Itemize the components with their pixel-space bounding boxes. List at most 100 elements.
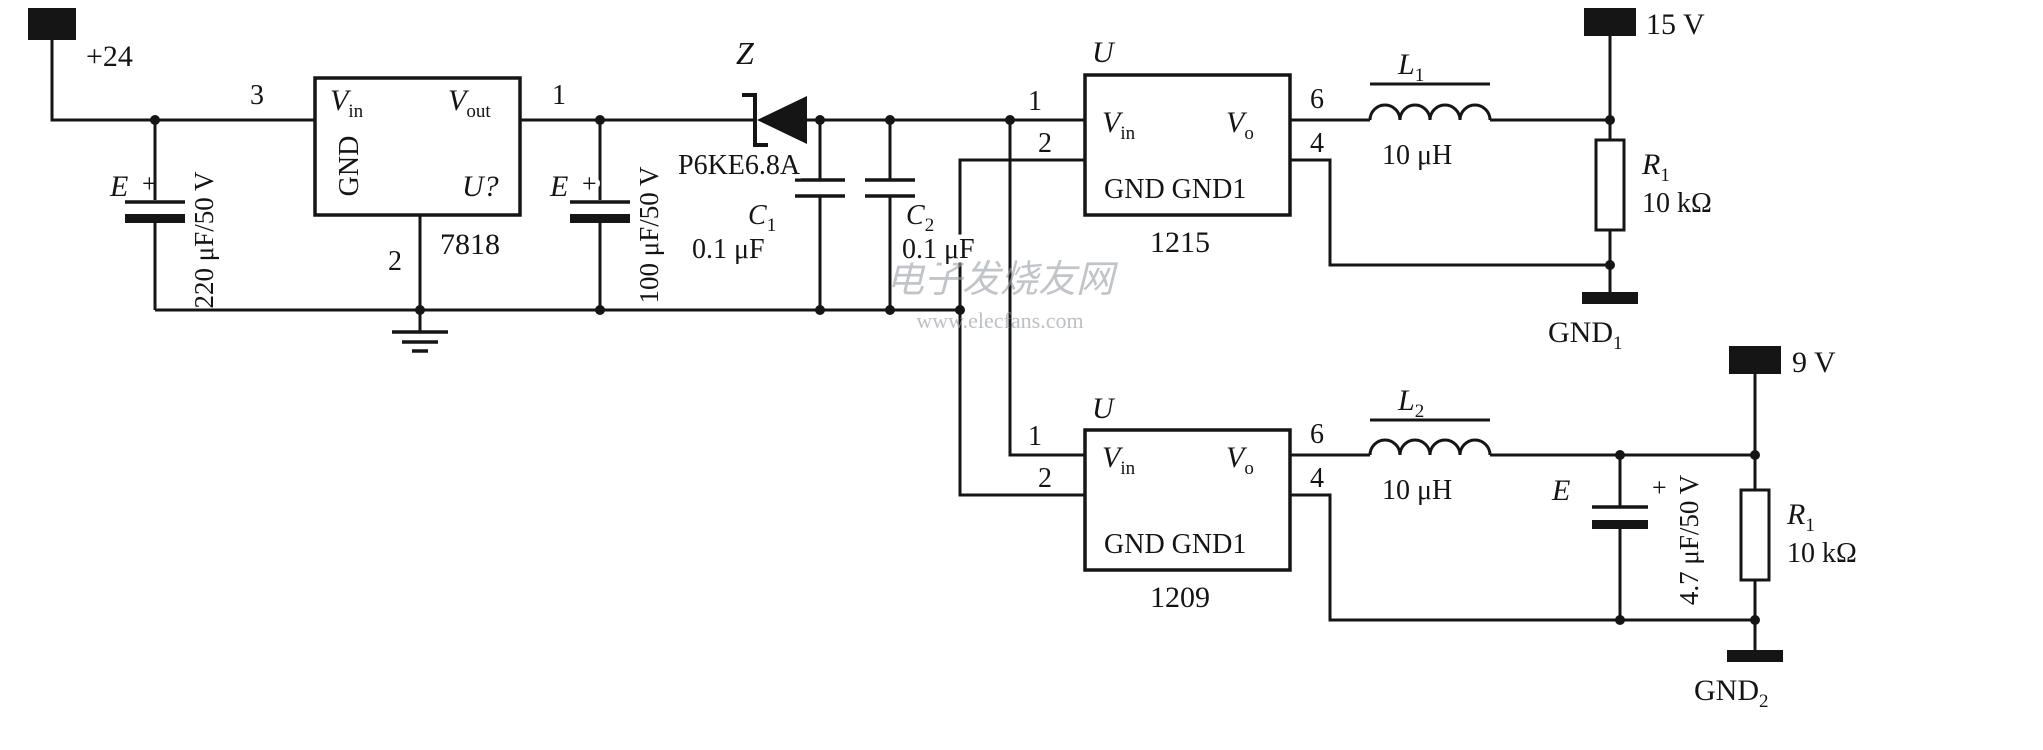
junction-dot	[595, 115, 605, 125]
gnd1-label: GND1	[1548, 316, 1623, 354]
tvs-ref: Z	[736, 35, 755, 71]
cap-c2-value: 0.1 μF	[902, 234, 975, 265]
wire-gnd-riser	[958, 158, 1085, 497]
output1-voltage-label: 15 V	[1646, 8, 1705, 41]
module1-pin4-label: 4	[1310, 128, 1324, 159]
junction-dot	[1605, 115, 1615, 125]
junction-dot	[1605, 260, 1615, 270]
regulator-part-number: 7818	[440, 228, 500, 261]
junction-dot	[885, 115, 895, 125]
inductor1-ref: L1	[1397, 48, 1424, 86]
tvs-diode-icon	[742, 93, 807, 147]
module1-part-number: 1215	[1150, 226, 1210, 259]
cap-e2-plate-neg	[570, 214, 630, 223]
watermark-text-url: www.elecfans.com	[916, 308, 1083, 333]
junction-dot	[415, 305, 425, 315]
resistor1-lower-ref: R1	[1786, 498, 1815, 536]
regulator-vin-label: Vin	[330, 84, 364, 122]
module1-gnd-row: GND GND1	[1104, 174, 1246, 205]
module1-pin6-label: 6	[1310, 84, 1324, 115]
inductor1-coil	[1368, 103, 1492, 121]
terminal-gnd1-bar	[1582, 292, 1638, 304]
wire-power-riser	[1008, 120, 1085, 457]
module-1209-box	[1083, 428, 1292, 572]
module2-vo-label: Vo	[1226, 441, 1254, 479]
terminal-9v-bar	[1729, 346, 1781, 374]
cap-e3-polarity: +	[1652, 473, 1667, 502]
junction-dots	[150, 115, 1760, 625]
module1-ref: U	[1092, 36, 1116, 69]
tvs-part-number: P6KE6.8A	[678, 150, 801, 181]
junction-dot	[815, 115, 825, 125]
resistor1-upper-value: 10 kΩ	[1642, 188, 1712, 219]
earth-ground-icon	[392, 330, 448, 353]
module1-pin2-label: 2	[1038, 128, 1052, 159]
output2-voltage-label: 9 V	[1792, 346, 1836, 379]
tvs-triangle	[757, 96, 807, 144]
junction-dot	[1750, 450, 1760, 460]
resistor-r1-upper	[1594, 138, 1626, 232]
cap-e1-polarity: +	[142, 169, 157, 198]
junction-dot	[150, 115, 160, 125]
resistor1-lower-value: 10 kΩ	[1787, 538, 1857, 569]
cap-e1-plate-neg	[125, 214, 185, 223]
cap-e3-ref: E	[1551, 474, 1570, 507]
module2-pin1-label: 1	[1028, 421, 1042, 452]
regulator-designator: U?	[462, 170, 499, 203]
regulator-gnd-label: GND	[334, 136, 365, 197]
regulator-vout-label: Vout	[448, 84, 491, 122]
capacitor-symbols	[125, 178, 1648, 529]
cap-e3-plate-neg	[1592, 520, 1648, 529]
junction-dot	[955, 305, 965, 315]
module2-vin-label: Vin	[1102, 441, 1136, 479]
module2-pin4-label: 4	[1310, 463, 1324, 494]
junction-dot	[815, 305, 825, 315]
junction-dot	[1005, 115, 1015, 125]
regulator-pin3-label: 3	[250, 80, 264, 111]
module1-vo-label: Vo	[1226, 106, 1254, 144]
wire-input-rail	[50, 40, 315, 122]
junction-dot	[595, 305, 605, 315]
inductor2-value: 10 μH	[1382, 475, 1452, 506]
gnd2-label: GND2	[1694, 674, 1769, 712]
resistor-r1-lower	[1739, 488, 1771, 582]
terminal-gnd2-bar	[1727, 650, 1783, 662]
regulator-pin2-label: 2	[388, 246, 402, 277]
module2-pin2-label: 2	[1038, 463, 1052, 494]
tvs-cathode-bar	[742, 93, 768, 147]
regulator-pin1-label: 1	[552, 80, 566, 111]
terminal-24v-bar	[28, 8, 76, 40]
cap-e2-ref: E	[549, 170, 568, 203]
cap-c1-value: 0.1 μF	[692, 234, 765, 265]
wire-module1-pin4	[1290, 158, 1610, 267]
terminal-15v-bar	[1584, 8, 1636, 36]
regulator-7818-box	[313, 76, 522, 217]
cap-c1-ref: C1	[748, 200, 776, 236]
cap-c2-ref: C2	[906, 200, 934, 236]
module2-part-number: 1209	[1150, 581, 1210, 614]
input-voltage-label: +24	[86, 40, 133, 73]
inductor2-ref: L2	[1397, 384, 1424, 422]
module1-vin-label: Vin	[1102, 106, 1136, 144]
junction-dot	[1615, 450, 1625, 460]
watermark-text-cn: 电子发烧友网	[886, 259, 1119, 301]
junction-dot	[1750, 615, 1760, 625]
module2-pin6-label: 6	[1310, 419, 1324, 450]
cap-e1-value: 220 μF/50 V	[189, 171, 219, 309]
cap-e2-value: 100 μF/50 V	[634, 166, 664, 304]
module1-pin1-label: 1	[1028, 86, 1042, 117]
wire-net	[50, 36, 1757, 650]
inductor1-value: 10 μH	[1382, 140, 1452, 171]
module-1215-box	[1083, 73, 1292, 217]
module2-gnd-row: GND GND1	[1104, 529, 1246, 560]
cap-e2-polarity: +	[582, 169, 597, 198]
inductor2-coil	[1368, 438, 1492, 456]
module2-ref: U	[1092, 392, 1116, 425]
junction-dot	[1615, 615, 1625, 625]
resistor1-upper-ref: R1	[1641, 148, 1670, 186]
wire-module2-pin4	[1290, 493, 1755, 622]
cap-e3-value: 4.7 μF/50 V	[1674, 474, 1704, 605]
junction-dot	[885, 305, 895, 315]
